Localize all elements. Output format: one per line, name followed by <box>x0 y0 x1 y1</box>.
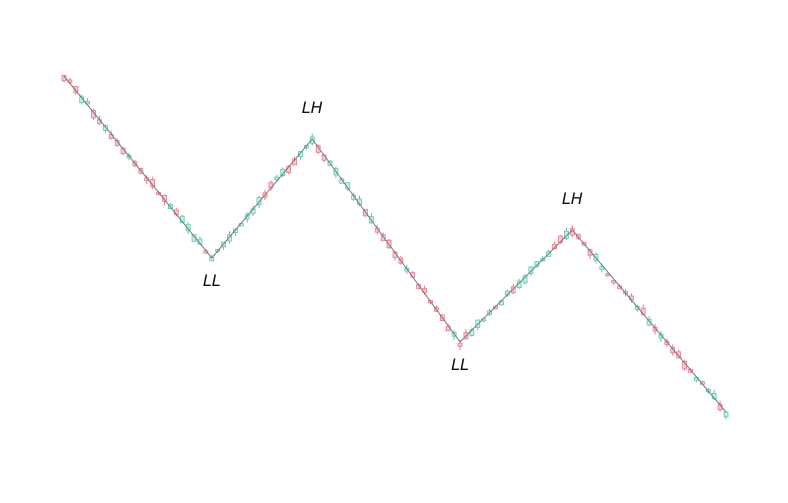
pivot-label-ll: LL <box>203 271 221 290</box>
candle-down <box>162 195 167 202</box>
candle-up <box>309 136 315 144</box>
candle-down <box>676 351 682 359</box>
candles-group <box>61 74 729 420</box>
candle-up <box>723 411 729 418</box>
candle-up <box>256 197 262 205</box>
candle-down <box>587 249 593 256</box>
candle-down <box>510 286 516 294</box>
candle-down <box>315 145 321 153</box>
candle-up <box>102 124 108 131</box>
candle-up <box>233 228 238 233</box>
candle-down <box>552 243 557 250</box>
candle-up <box>185 224 191 232</box>
pivot-label-lh: LH <box>302 98 323 117</box>
candle-up <box>280 168 286 176</box>
candle-up <box>646 318 652 326</box>
candle-down <box>670 347 676 354</box>
pivot-label-lh: LH <box>562 189 583 208</box>
candle-up <box>227 234 232 242</box>
candle-up <box>298 151 303 157</box>
candle-up <box>658 333 664 339</box>
candle-down <box>73 86 79 94</box>
candle-up <box>528 266 534 274</box>
candle-down <box>114 140 120 146</box>
pivot-labels: LL LH LL LH <box>203 98 583 374</box>
pivot-label-ll: LL <box>451 355 469 374</box>
candle-down <box>380 234 386 242</box>
candle-up <box>564 230 569 239</box>
zigzag-line <box>63 75 727 413</box>
candle-down <box>457 342 463 347</box>
